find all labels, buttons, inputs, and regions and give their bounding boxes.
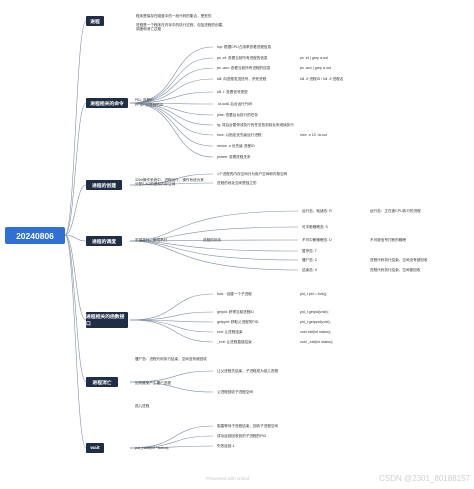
connector-cmds-10 [129,102,214,158]
connector-root-4 [64,234,87,321]
connector-cmds-4 [129,91,214,104]
funcs-item-4-detail: void _exit(int status); [300,340,333,344]
connector-sched-3 [129,240,299,252]
process-note-1: 进程是一个程序在内存中的执行过程，包括进程的创建、调度和消亡过程 [136,23,226,32]
sched-item-4-detail: 进程代码执行结束，空间没有被回收 [370,258,428,262]
connector-sched-5 [129,240,299,271]
cmds-item-8: nice: 以指定优先级运行进程 [217,133,262,137]
cmds-note-1: PPID: 父进程的ID [135,103,164,107]
connector-wait-0 [129,425,214,449]
cmds-item-2: ps -aux: 查看当前所有进程的信息 [217,66,271,70]
connector-root-5 [64,234,87,383]
cmds-item-1-detail: ps -ef | grep a.out [300,56,329,60]
cmds-item-9: renice -n 优先级 进程ID [217,144,255,148]
create-item-1: 进程的地址空间是独立的 [217,181,257,185]
funcs-item-2: getppid: 获取父进程的PID [217,320,259,324]
cmds-item-2-detail: ps -aux | grep a.out [300,66,331,70]
funcs-item-3-detail: void exit(int status); [300,330,331,334]
connector-funcs-1 [129,311,214,321]
funcs-item-2-detail: pid_t getppid(void); [300,320,331,324]
connector-funcs-4 [129,319,214,343]
funcs-item-1-detail: pid_t getpid(void); [300,310,329,314]
connector-funcs-0 [129,293,214,321]
cmds-item-3: kill: 向进程发送信号，杀死进程 [217,77,267,81]
connector-root-3 [64,234,87,242]
zombie-item-0: 让父进程先结束，子进程成为孤儿进程 [217,369,279,373]
funcs-item-4: _exit: 让进程直接结束 [217,340,252,344]
connector-cmds-3 [129,78,214,104]
topic-scheduling[interactable]: 进程的调度 [86,236,122,246]
connector-zombie-1 [129,381,214,393]
cmds-item-7: fg: 将后台暂停或执行的任务放到前台来继续执行 [217,123,294,127]
funcs-item-0: fork：创建一个子进程 [217,292,252,296]
cmds-item-0: top: 根据CPU占用率查看进程信息 [217,45,272,49]
sched-item-3: 暂停态: T [302,249,317,253]
xmind-watermark: Presented with xmind [206,476,250,481]
funcs-item-3: exit: 让进程结束 [217,330,243,334]
connector-wait-1 [129,435,214,449]
topic-functions[interactable]: 进程相关的函数接口 [86,312,128,328]
topic-commands[interactable]: 进程相关的命令 [86,98,128,108]
root-node[interactable]: 20240806 [5,227,65,244]
wait-item-0: 阻塞等待子进程结束，回收子进程空间 [217,424,279,428]
sched-note: 宏观并行，微观串行 [135,238,168,242]
sched-item-5: 结束态: X [302,268,318,272]
connector-cmds-0 [129,46,214,104]
sched-item-2: 不可中断睡眠态: D [302,238,332,242]
connector-root-0 [64,20,87,236]
connector-create-1 [129,182,214,186]
wait-note: pid_t wait(int *status); [135,446,170,450]
connector-sched-0 [129,210,299,242]
create-item-0: 1个进程的内存空间分为用户空间和内核空间 [217,172,288,176]
topic-create[interactable]: 进程的创建 [86,180,122,190]
connector-zombie-0 [129,370,214,383]
cmds-item-1: ps -ef: 查看当前所有进程的信息 [217,56,268,60]
wait-item-2: 失败返回-1 [217,444,235,448]
process-note-0: 程序是保存在磁盘中的一段代码的集合，是死的 [136,14,212,18]
sched-item-1: 可中断睡眠态: S [302,225,328,229]
connector-funcs-2 [129,319,214,323]
zombie-note-0: 僵尸态：进程代码执行结束，空间没有被回收 [135,357,207,361]
connector-sched-2 [129,239,299,242]
sched-sub: 进程的状态 [203,238,221,242]
funcs-item-1: getpid: 获得当前进程ID [217,310,254,314]
sched-item-5-detail: 进程代码执行结束，空间被回收 [370,268,421,272]
connector-sched-4 [129,240,299,261]
connector-root-1 [64,102,87,236]
create-note: 32bit操作系统中，进程运行，操作系统为其分配0-4G的虚拟内存空间 [135,178,204,187]
connector-root-2 [64,184,87,236]
funcs-item-0-detail: pid_t pid = fork(); [300,292,328,296]
sched-item-0: 运行态、就绪态: R [302,209,332,213]
topic-process[interactable]: 进程 [86,16,104,26]
sched-item-2-detail: 不可被信号打断的睡眠 [370,238,406,242]
connector-wait-2 [129,445,214,449]
csdn-credit: CSDN @2301_80188157 [379,474,470,483]
connector-sched-1 [129,226,299,242]
cmds-note-0: PID: 进程ID [135,98,154,102]
sched-item-0-detail: 运行态：正在被CPU执行的进程 [370,209,421,213]
topic-zombie[interactable]: 进程消亡 [86,377,118,387]
sched-item-4: 僵尸态: Z [302,258,317,262]
zombie-item-1: 父进程回收子进程空间 [217,390,253,394]
cmds-item-8-detail: nice -n 10 ./a.out [300,133,327,137]
cmds-item-6: jobs: 查看后台执行的任务 [217,113,258,117]
cmds-item-4: kill -l: 查看信号类型 [217,90,248,94]
zombie-note-2: 孤儿进程 [135,404,150,408]
connector-cmds-5 [129,102,214,105]
cmds-item-10: pstree: 查看进程关系 [217,155,251,159]
topic-wait[interactable]: wait [86,443,104,453]
connector-cmds-2 [129,67,214,104]
connector-cmds-1 [129,57,214,104]
connector-cmds-8 [129,102,214,136]
zombie-note-1: 如何避免产生僵尸进程 [135,381,171,385]
cmds-item-3-detail: kill -9 进程ID / kill -9 进程名 [300,77,344,81]
connector-root-6 [64,234,87,449]
cmds-item-5: ./a.out& 后台运行代码 [217,102,252,106]
wait-item-1: 成功返回回收到的子进程的PID [217,434,267,438]
